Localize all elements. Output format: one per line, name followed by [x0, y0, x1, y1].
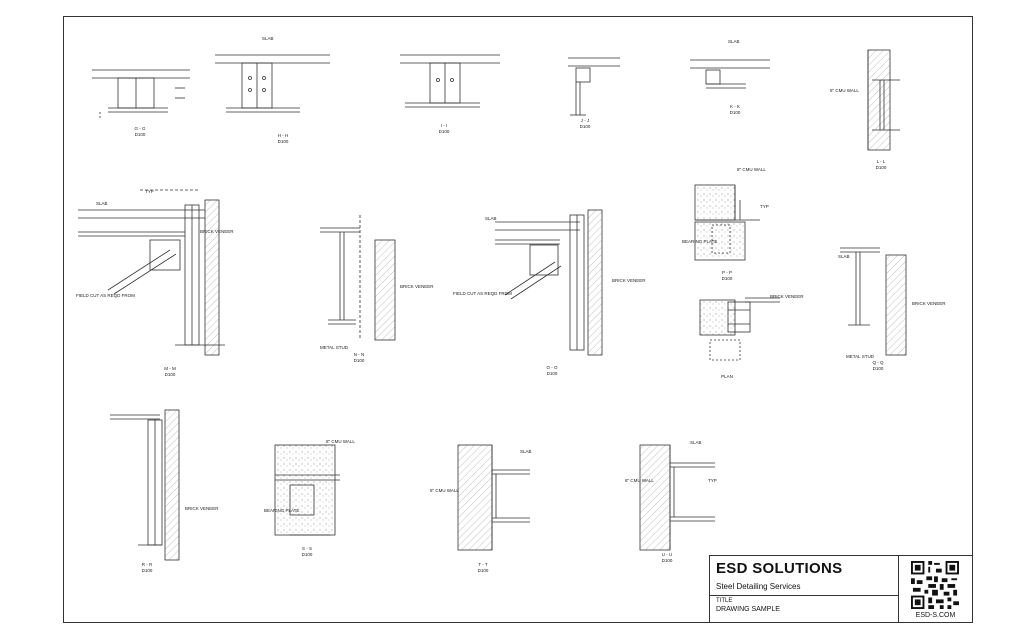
section-mark-k: K - K	[730, 104, 740, 109]
section-scale-h: D100	[278, 139, 289, 144]
label-brick-veneer-r: BRICK VENEER	[185, 506, 219, 511]
label-typ-u: TYP	[708, 478, 717, 483]
detail-g	[92, 69, 190, 118]
detail-n	[320, 215, 396, 341]
label-slab-o: SLAB	[485, 216, 497, 221]
section-mark-plan: PLAN	[721, 374, 733, 379]
section-scale-i: D100	[439, 129, 450, 134]
label-metal-stud-n: METAL STUD	[320, 345, 349, 350]
section-mark-l: L - L	[877, 159, 886, 164]
section-mark-s: S - S	[302, 546, 312, 551]
title-block-qr-area: ESD-S.COM	[899, 556, 972, 622]
section-mark-p: P - P	[722, 270, 732, 275]
detail-o	[495, 209, 603, 356]
label-field-cut-m: FIELD CUT AS REQD FROM	[76, 293, 135, 298]
section-mark-i: I - I	[441, 123, 448, 128]
company-subtitle: Steel Detailing Services	[716, 582, 801, 591]
section-mark-q: Q - Q	[873, 360, 884, 365]
title-block-info: ESD SOLUTIONS Steel Detailing Services T…	[710, 556, 899, 622]
label-cmu-wall-u: 8" CMU WALL	[625, 478, 654, 483]
label-bearing-plate-s: BEARING PLATE	[264, 508, 299, 513]
detail-j	[568, 57, 620, 116]
label-cmu-wall-l: 8" CMU WALL	[830, 88, 859, 93]
title-label: TITLE	[716, 598, 733, 604]
label-bearing-plate-p: BEARING PLATE	[682, 239, 717, 244]
section-scale-u: D100	[662, 558, 673, 563]
detail-q	[840, 247, 907, 356]
section-scale-p: D100	[722, 276, 733, 281]
section-mark-u: U - U	[662, 552, 673, 557]
section-scale-o: D100	[547, 371, 558, 376]
label-brick-veneer-q: BRICK VENEER	[912, 301, 946, 306]
label-field-cut-o: FIELD CUT AS REQD FROM	[453, 291, 512, 296]
detail-s	[274, 444, 340, 536]
section-scale-t: D100	[478, 568, 489, 573]
title-value: DRAWING SAMPLE	[716, 606, 780, 613]
label-slab-t: SLAB	[520, 449, 532, 454]
section-scale-q: D100	[873, 366, 884, 371]
label-typ-m: TYP	[145, 189, 154, 194]
detail-m	[78, 189, 225, 356]
label-typ-p: TYP	[760, 204, 769, 209]
label-brick-veneer-m: BRICK VENEER	[200, 229, 234, 234]
section-mark-m: M - M	[164, 366, 176, 371]
section-mark-r: R - R	[142, 562, 153, 567]
detail-plan	[699, 297, 780, 361]
section-scale-l: D100	[876, 165, 887, 170]
company-name: ESD SOLUTIONS	[716, 560, 843, 577]
detail-t	[457, 444, 530, 551]
label-cmu-wall-p: 8" CMU WALL	[737, 167, 766, 172]
title-block-divider	[710, 595, 898, 596]
label-slab-m: SLAB	[96, 201, 108, 206]
section-scale-m: D100	[165, 372, 176, 377]
label-brick-veneer-n: BRICK VENEER	[400, 284, 434, 289]
label-slab-q: SLAB	[838, 254, 850, 259]
section-mark-t: T - T	[478, 562, 488, 567]
label-slab-k: SLAB	[728, 39, 740, 44]
detail-p	[694, 184, 760, 261]
label-slab-u: SLAB	[690, 440, 702, 445]
detail-l	[867, 49, 900, 151]
section-scale-j: D100	[580, 124, 591, 129]
title-block: ESD SOLUTIONS Steel Detailing Services T…	[709, 555, 973, 623]
qr-code-icon	[911, 561, 959, 609]
section-mark-n: N - N	[354, 352, 365, 357]
section-mark-j: J - J	[581, 118, 590, 123]
label-cmu-wall-t: 8" CMU WALL	[430, 488, 459, 493]
label-slab-h: SLAB	[262, 36, 274, 41]
detail-u	[639, 444, 715, 551]
detail-h	[215, 54, 330, 113]
section-mark-h: H - H	[278, 133, 289, 138]
section-scale-n: D100	[354, 358, 365, 363]
detail-i	[400, 54, 500, 108]
detail-r	[110, 409, 180, 561]
section-mark-g: G - G	[135, 126, 146, 131]
label-brick-veneer-o: BRICK VENEER	[612, 278, 646, 283]
section-scale-g: D100	[135, 132, 146, 137]
label-brick-veneer-plan: BRICK VENEER	[770, 294, 804, 299]
detail-k	[690, 59, 770, 89]
section-scale-r: D100	[142, 568, 153, 573]
section-mark-o: O - O	[547, 365, 558, 370]
label-metal-stud-q: METAL STUD	[846, 354, 875, 359]
section-scale-k: D100	[730, 110, 741, 115]
section-scale-s: D100	[302, 552, 313, 557]
label-cmu-wall-s: 8" CMU WALL	[326, 439, 355, 444]
website-url[interactable]: ESD-S.COM	[915, 612, 956, 619]
